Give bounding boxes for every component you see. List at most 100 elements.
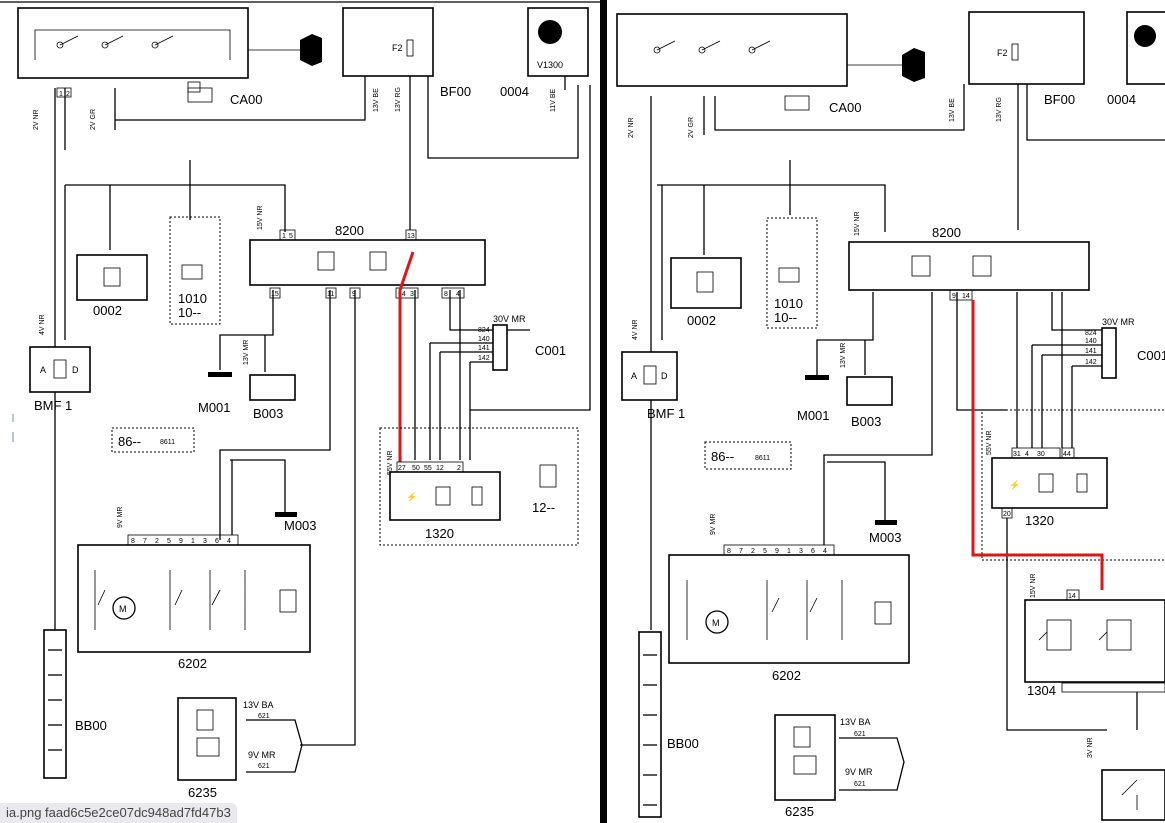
- wire-621-b-r: 621: [854, 781, 866, 788]
- window-icon: [196, 737, 220, 757]
- wire-label-13vba: 13V BA: [243, 700, 274, 710]
- c12-icon: [539, 464, 557, 488]
- motor-label: M: [119, 604, 127, 614]
- c6202-label-r: 6202: [772, 668, 801, 683]
- wire-label-55vnr: 55V NR: [387, 450, 394, 475]
- injector-icon: [471, 486, 483, 506]
- c0002-box: [76, 254, 148, 301]
- c0004-label-r: 0004: [1107, 92, 1136, 107]
- wire-label-13vbe-r: 13V BE: [949, 98, 956, 122]
- c86-dashed-box-r: [704, 441, 792, 470]
- p1320-31: 31: [1013, 451, 1021, 458]
- wire-label-9vmr-6235-r: 9V MR: [845, 767, 873, 777]
- wire-right-return: [470, 85, 591, 411]
- p8200-13: 13: [407, 233, 415, 240]
- f2-label-r: F2: [997, 48, 1008, 58]
- keypad-icon: [369, 251, 387, 271]
- p8200-9: 9: [352, 291, 356, 298]
- wire-label-2vnr-r: 2V NR: [628, 117, 635, 138]
- svg-text:1: 1: [787, 548, 791, 555]
- door-lock-icon-r: [874, 601, 892, 625]
- c1320-dashed-region: [379, 427, 579, 546]
- ca00-pin-2: 2: [66, 91, 70, 98]
- wire-140-r: [1031, 344, 1102, 448]
- ca00-pin-1: 1: [59, 91, 63, 98]
- wire-3050-r: [823, 292, 933, 545]
- ca00-box: [17, 7, 249, 79]
- v1300-box-r: [1126, 11, 1165, 85]
- wire-8611: 8611: [160, 439, 175, 446]
- c1320-label: 1320: [425, 526, 454, 541]
- motor-label-r: M: [712, 618, 720, 628]
- b003-box: [249, 374, 296, 401]
- bmf1-box: [29, 346, 91, 393]
- p8200-8: 8: [444, 291, 448, 298]
- b003-label-r: B003: [851, 414, 881, 429]
- ca00-switches-r: [653, 40, 810, 111]
- c001-w824-r: 824: [1085, 330, 1097, 337]
- wire-m003: [230, 459, 286, 512]
- c86-dashed-box: [111, 427, 195, 453]
- bmf1-pin-d: D: [72, 365, 79, 375]
- wire-label-13vbe: 13V BE: [373, 88, 380, 112]
- edge-tick-marks: [12, 414, 14, 442]
- bmf1-label-r: BMF 1: [647, 406, 685, 421]
- c0002-box-r: [670, 257, 742, 309]
- svg-text:6: 6: [215, 538, 219, 545]
- bb00-label: BB00: [75, 718, 107, 733]
- p8200-15: 15: [271, 291, 279, 298]
- svg-text:1: 1: [191, 538, 195, 545]
- sensor-1010-icon-r: [778, 267, 800, 283]
- c8200-label: 8200: [335, 223, 364, 238]
- p1320-30: 30: [1037, 451, 1045, 458]
- wire-label-13vmr: 13V MR: [243, 340, 250, 365]
- wire-bus-8200-r: [657, 184, 886, 232]
- p8200-14: 14: [398, 291, 406, 298]
- wire-824: [449, 290, 530, 331]
- lightning-icon: ⚡: [406, 491, 417, 503]
- wire-m001: [219, 290, 274, 370]
- wire-label-2vgr: 2V GR: [90, 109, 97, 130]
- c001-connector: [492, 324, 508, 371]
- f2-fuse-icon-r: [1011, 43, 1019, 61]
- f2-label: F2: [392, 43, 403, 53]
- svg-text:2: 2: [155, 538, 159, 545]
- svg-text:3: 3: [203, 538, 207, 545]
- c1320-label-r: 1320: [1025, 513, 1054, 528]
- c6235-box: [177, 697, 237, 781]
- bsi-8200-box-r: [848, 241, 1090, 291]
- highlight-wire-right: [971, 300, 1104, 590]
- bf00-box-r: [968, 11, 1085, 85]
- wire-824-r: [1051, 292, 1107, 331]
- wire-c02-r: [1026, 84, 1165, 141]
- bb00-label-r: BB00: [667, 736, 699, 751]
- c86-label-r: 86--: [711, 449, 734, 464]
- c1010-dashed-box: [169, 216, 221, 325]
- svg-text:5: 5: [763, 548, 767, 555]
- ground-m003-icon: [275, 512, 297, 517]
- svg-text:7: 7: [739, 548, 743, 555]
- p1320-55: 55: [424, 465, 432, 472]
- c6235-box-r: [774, 714, 836, 801]
- c001-label-r: C001: [1137, 348, 1165, 363]
- wire-label-4vnr: 4V NR: [39, 314, 46, 335]
- switch-0002-icon-r: [696, 271, 714, 293]
- svg-text:3: 3: [799, 548, 803, 555]
- wire-label-9vmr: 9V MR: [117, 507, 124, 528]
- wire-label-30vmr-r: 30V MR: [1102, 317, 1135, 327]
- highlight-wire-left: [398, 251, 415, 462]
- p1304-14: 14: [1068, 593, 1076, 600]
- wire-label-13vba-r: 13V BA: [840, 717, 871, 727]
- panel-divider: [600, 0, 607, 823]
- bf00-label-r: BF00: [1044, 92, 1075, 107]
- injector-icon-r: [1076, 473, 1088, 493]
- bmf1-pin-a: A: [40, 365, 46, 375]
- chip-6235-icon-r: [793, 726, 811, 748]
- c001-connector-r: [1101, 327, 1117, 379]
- door-lock-icon: [279, 589, 297, 613]
- wire-1203: [1006, 518, 1107, 731]
- wire-label-15vnr-r: 15V NR: [854, 211, 861, 236]
- wire-621-a-r: 621: [854, 731, 866, 738]
- ca00-switches: [34, 29, 231, 103]
